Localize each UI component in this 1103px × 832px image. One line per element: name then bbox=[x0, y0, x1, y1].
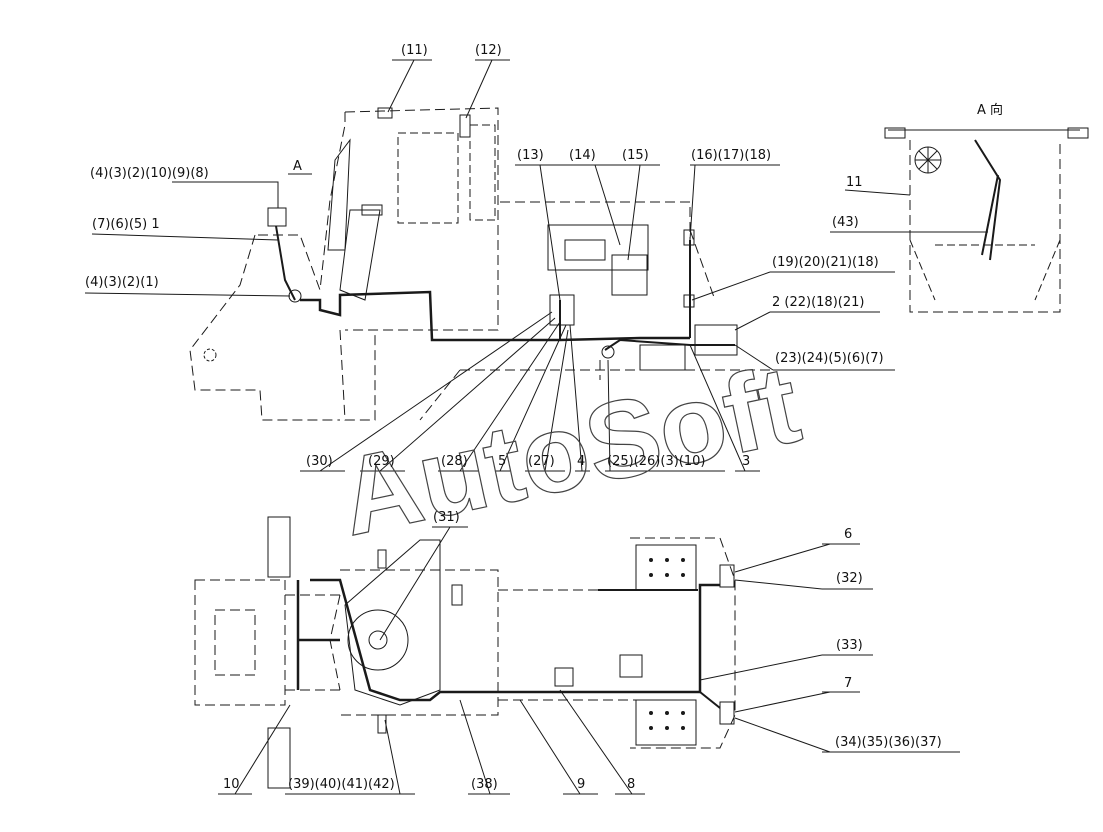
callout-23-24-5-6-7: (23)(24)(5)(6)(7) bbox=[775, 351, 884, 366]
callout-28: (28) bbox=[441, 454, 468, 469]
callout-27: (27) bbox=[528, 454, 555, 469]
a-view-title: A 向 bbox=[977, 103, 1004, 118]
front-wheel-top bbox=[267, 516, 291, 578]
callout-8: 8 bbox=[627, 777, 636, 792]
rear-lamp-top bbox=[719, 564, 735, 588]
callout-39-40-41-42: (39)(40)(41)(42) bbox=[288, 777, 395, 792]
callout-5: 5 bbox=[498, 454, 507, 469]
front-axle-outline bbox=[194, 579, 286, 706]
top-view bbox=[194, 516, 960, 795]
callout-7-6-5-1: (7)(6)(5) 1 bbox=[92, 217, 160, 232]
fender-outline bbox=[258, 234, 321, 291]
starter bbox=[549, 294, 575, 326]
callout-13: (13) bbox=[517, 148, 544, 163]
front-wheel-bottom bbox=[267, 727, 291, 789]
rear-wheel-top bbox=[635, 544, 697, 591]
a-view bbox=[830, 127, 1089, 313]
callout-34-35-36-37: (34)(35)(36)(37) bbox=[835, 735, 942, 750]
callout-11: (11) bbox=[401, 43, 428, 58]
a-view-callout-43: (43) bbox=[832, 215, 859, 230]
callout-4-3-2-1: (4)(3)(2)(1) bbox=[85, 275, 159, 290]
svg-text:AutoSoft: AutoSoft bbox=[330, 342, 810, 559]
view-arrow-label: A bbox=[293, 159, 302, 174]
callout-2-22-18-21: 2 (22)(18)(21) bbox=[772, 295, 865, 310]
callout-19-20-21-18: (19)(20)(21)(18) bbox=[772, 255, 879, 270]
callout-25-26-3-10: (25)(26)(3)(10) bbox=[607, 454, 706, 469]
rear-lamp-bottom bbox=[719, 701, 735, 725]
callout-30: (30) bbox=[306, 454, 333, 469]
watermark: AutoSoft bbox=[329, 342, 810, 560]
callout-9: 9 bbox=[577, 777, 586, 792]
callout-15: (15) bbox=[622, 148, 649, 163]
side-view bbox=[84, 59, 895, 472]
engine bbox=[547, 224, 649, 271]
antenna bbox=[459, 114, 471, 138]
callout-38: (38) bbox=[471, 777, 498, 792]
callout-16-17-18: (16)(17)(18) bbox=[691, 148, 772, 163]
callout-32: (32) bbox=[836, 571, 863, 586]
callout-4: 4 bbox=[577, 454, 586, 469]
rear-wheel-bottom bbox=[635, 699, 697, 746]
cab-outline bbox=[344, 107, 499, 331]
callout-33: (33) bbox=[836, 638, 863, 653]
callout-12: (12) bbox=[475, 43, 502, 58]
callout-10: 10 bbox=[223, 777, 240, 792]
lamp-left bbox=[267, 207, 287, 227]
hood-outline bbox=[500, 201, 691, 330]
alternator bbox=[611, 254, 648, 296]
steering-column bbox=[339, 209, 381, 301]
callout-14: (14) bbox=[569, 148, 596, 163]
callout-7: 7 bbox=[844, 676, 853, 691]
steering-wheel bbox=[347, 609, 409, 671]
callout-3: 3 bbox=[742, 454, 751, 469]
callout-29: (29) bbox=[368, 454, 395, 469]
a-view-callout-11: 11 bbox=[846, 175, 863, 190]
harness-top bbox=[296, 578, 720, 702]
battery-box bbox=[694, 324, 738, 356]
cab-window bbox=[397, 132, 459, 224]
callout-4-3-2-10-9-8: (4)(3)(2)(10)(9)(8) bbox=[90, 166, 209, 181]
main-harness bbox=[300, 290, 690, 342]
callout-31: (31) bbox=[433, 510, 460, 525]
callout-6: 6 bbox=[844, 527, 853, 542]
